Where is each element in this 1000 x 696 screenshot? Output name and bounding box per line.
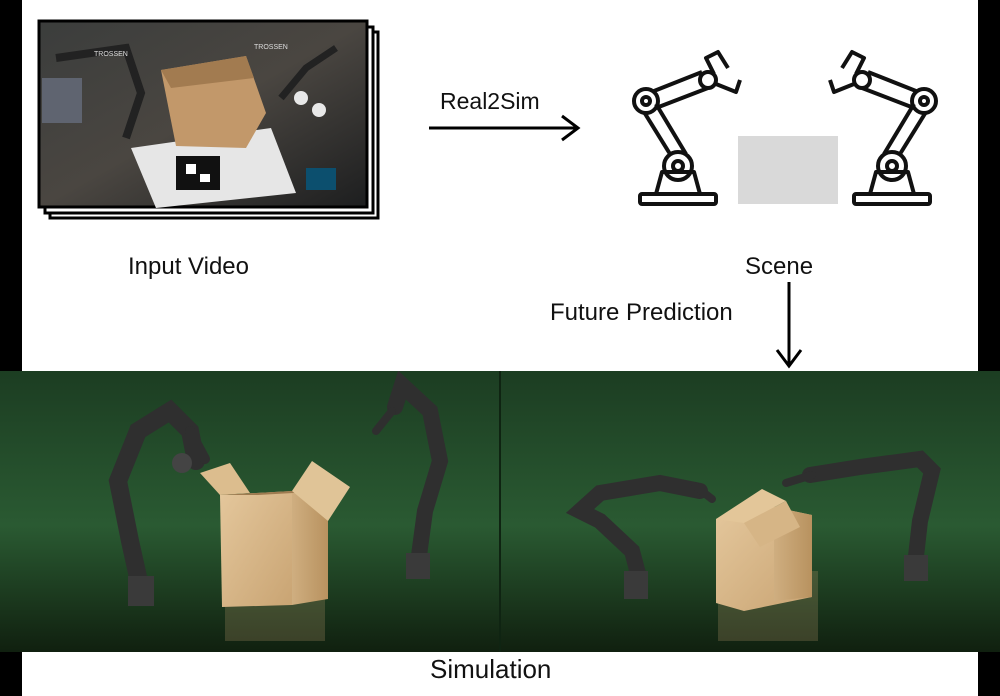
scene-schematic <box>632 50 938 206</box>
screen-glow <box>306 168 336 190</box>
input-video-label: Input Video <box>128 253 249 280</box>
bottom-caption-band <box>22 652 978 696</box>
scene-label: Scene <box>745 253 814 280</box>
box-flap-left <box>200 463 250 495</box>
robot-arm-sim-a <box>565 474 716 599</box>
brand-text-right: TROSSEN <box>254 44 288 51</box>
monitor-shape <box>42 78 82 123</box>
future-prediction-label: Future Prediction <box>550 299 733 326</box>
robot-arm-right-icon <box>828 50 938 206</box>
sim-left-view <box>108 371 449 641</box>
box-flap-b <box>744 501 800 547</box>
input-video-stack: TROSSEN TROSSEN <box>37 19 380 220</box>
box-flap-right <box>292 461 350 521</box>
aruco-marker <box>176 156 220 190</box>
sim-box-right <box>716 489 812 611</box>
robot-arm-sim-b <box>782 450 941 581</box>
sim-box-left <box>200 461 350 607</box>
box-flap-a <box>716 489 786 523</box>
robot-arm-sim-left <box>108 399 210 606</box>
simulation-render <box>0 371 1000 652</box>
sim-right-view <box>565 450 941 641</box>
simulation-label: Simulation <box>430 654 552 684</box>
scene-box <box>738 136 838 204</box>
real2sim-arrow <box>429 114 581 142</box>
future-prediction-arrow <box>775 282 803 369</box>
real2sim-label: Real2Sim <box>440 88 540 114</box>
simulation-scene <box>0 371 1000 652</box>
robot-arm-left-icon <box>632 50 742 206</box>
brand-text-left: TROSSEN <box>94 51 128 58</box>
robot-arm-sim-right <box>372 371 449 579</box>
video-frame-front: TROSSEN TROSSEN <box>37 19 369 209</box>
